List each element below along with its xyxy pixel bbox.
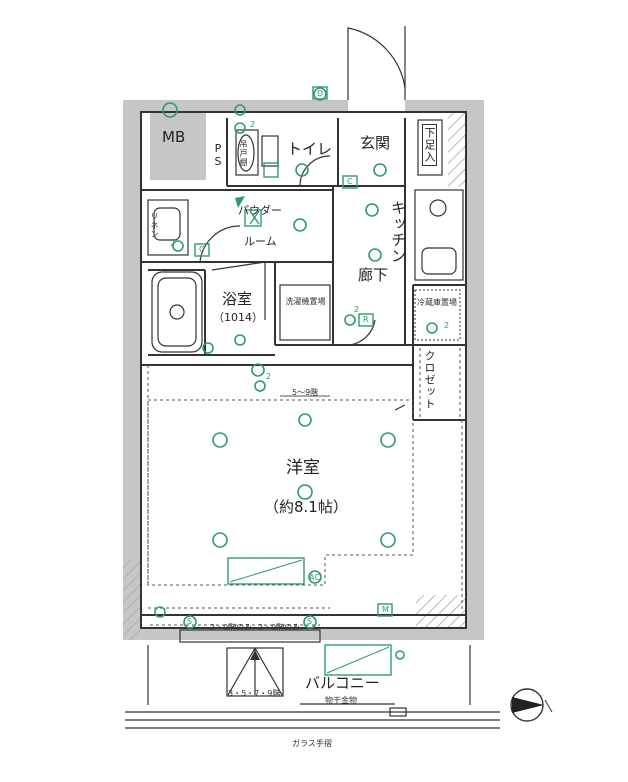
bath-label: 浴室 [222,290,253,308]
fridge-space-label: 冷蔵庫置場 [417,298,457,307]
symbol-two-2: 2 [170,239,176,248]
symbol-d: D [317,89,324,98]
shoe-box-label: 下足入 [422,124,437,166]
ps-label: P S [212,142,224,168]
toilet-fixture [235,129,279,176]
floors-2-9-note-a: 2・9階のみ [210,623,253,632]
symbol-r: R [363,315,369,324]
glass-handrail-note: ガラス手摺 [292,739,332,748]
aircon-line [229,559,303,583]
bath-size-label: （1014） [213,311,263,324]
fridge-space [414,289,461,341]
linen-label: リネン [150,212,159,239]
floors-2-9-note-b: 2・9階のみ [258,623,301,632]
symbol-two-5: 2 [444,321,450,330]
bathtub [151,271,203,353]
balcony-label: バルコニー [305,674,380,692]
washer-space-label: 洗濯機置場 [285,297,326,306]
balcony-structure [125,629,500,729]
hallway-label: 廊下 [358,266,389,284]
symbol-two-3: 2 [354,305,360,314]
fixture-boxes [194,86,393,676]
powder-room-label-2: ルーム [244,235,277,248]
symbol-c1: C [347,177,353,186]
doors [199,26,406,411]
drying-hardware-note: 物干金物 [325,696,357,705]
western-room-size-label: （約8.1帖） [264,498,348,516]
dashed-zones [147,348,463,626]
powder-room-mark [235,196,245,208]
kitchen-counter [414,189,464,281]
shoe-cabinet [417,119,443,176]
floors-3-5-7-9-note: 3・5・7・9階 [228,689,281,698]
entrance-label: 玄関 [360,134,391,152]
ps-label-p: P [214,142,222,155]
floors-5-9-note: 5～9階 [292,388,319,397]
washer-space [279,284,331,341]
kitchen-label: キッチン [389,200,407,264]
lighting-fixtures [154,87,438,660]
mb-label: MB [162,128,186,146]
ps-label-s: S [214,155,222,168]
symbol-two-1: 2 [250,120,256,129]
north-arrow-icon [510,688,553,722]
toilet-label: トイレ [287,140,333,158]
symbol-m: M [382,605,389,614]
stair-arrow [250,650,260,660]
closet-label: クロゼット [423,350,436,410]
exterior-walls [123,100,484,640]
hanging-cabinet-label: 吊戸棚 [239,140,248,167]
western-room-label: 洋室 [286,458,320,478]
symbol-s2: S [307,617,313,626]
powder-room-label-1: パウダー [238,204,282,217]
symbol-c2: C [199,245,205,254]
symbol-two-4: 2 [266,372,272,381]
balcony-fixture-line [326,646,390,674]
wash-basin [147,199,189,256]
interior-walls [140,111,467,629]
symbol-s1: S [187,617,193,626]
shaft-hatching [123,112,466,640]
symbol-ac: AC [309,573,320,582]
